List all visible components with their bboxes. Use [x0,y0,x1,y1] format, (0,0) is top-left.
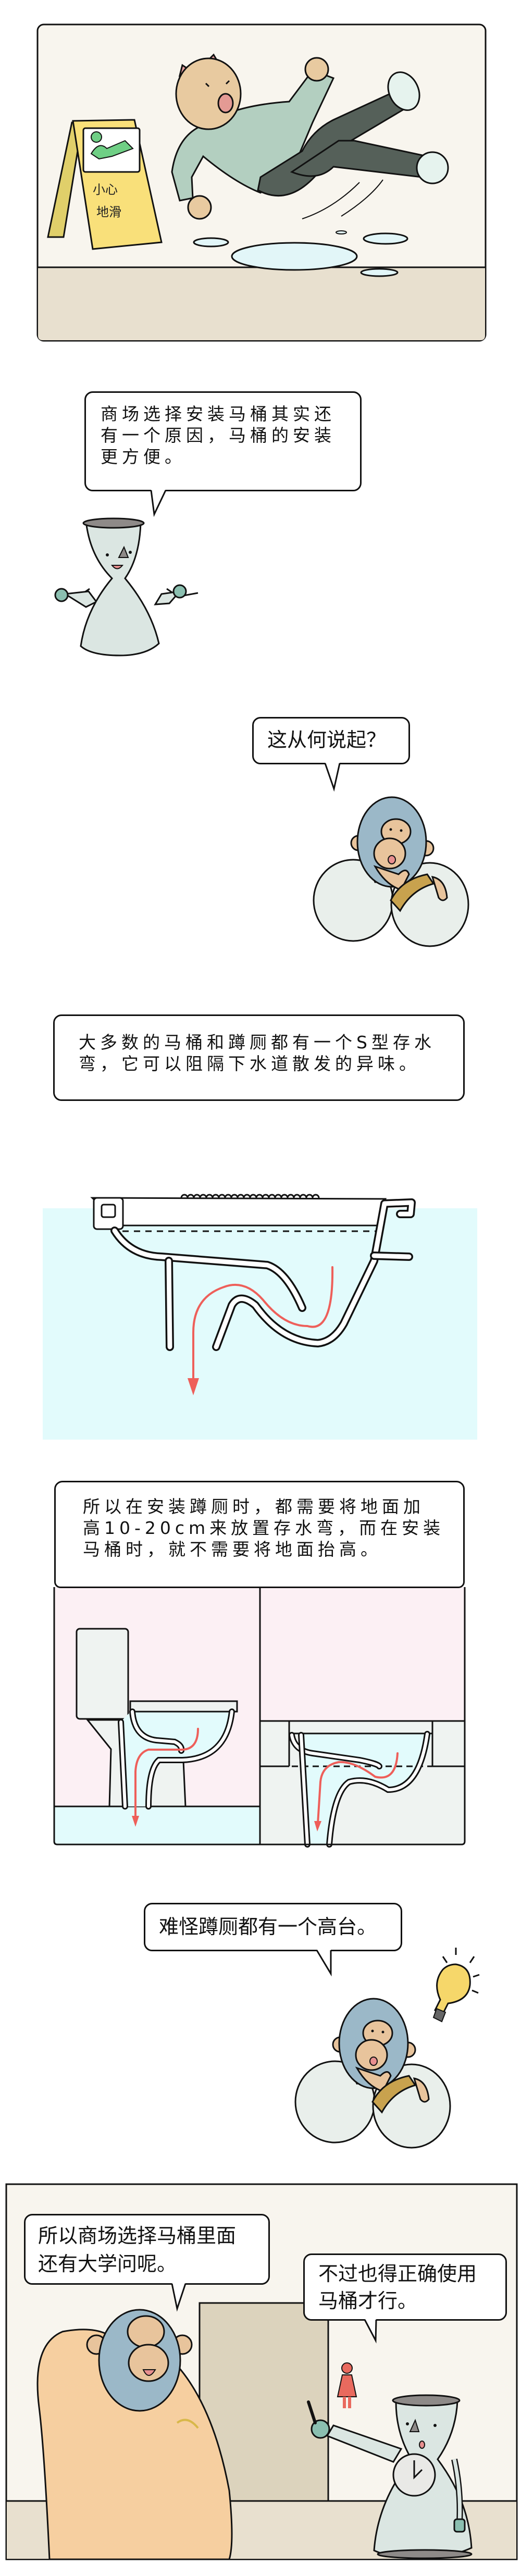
monkey-character-thinking [313,796,469,947]
western-toilet [76,1628,238,1827]
bubble-text-line: 有一个原因，马桶的安装 [101,425,336,445]
wet-floor-sign: 小心 地滑 [47,119,163,250]
bubble-text-line: 马桶时，就不需要将地面抬高。 [83,1539,382,1559]
bubble-text-line: 难怪蹲厕都有一个高台。 [159,1915,377,1938]
falling-cat [171,53,449,220]
monkey-character-idea [294,1998,451,2149]
bubble-text-line: 更方便。 [101,447,186,467]
bubble-text-line: 高10-20cm来放置存水弯，而在安装 [83,1518,445,1538]
squat-toilet [260,1720,465,1848]
light-bulb-icon [432,1948,480,2023]
robot-character-pointing [307,2394,473,2559]
speech-bubble-monkey-realization: 难怪蹲厕都有一个高台。 [144,1903,402,1951]
speech-bubble-robot-advice: 不过也得正确使用 马桶才行。 [303,2253,507,2321]
bubble-text-line: 商场选择安装马桶其实还 [101,404,336,424]
panel-restroom-scene [5,2183,518,2560]
bubble-text-line: 大多数的马桶和蹲厕都有一个S型存水 [79,1032,436,1052]
bubble-text-line: 所以在安装蹲厕时，都需要将地面加 [83,1496,425,1517]
robot-character-shrugging [54,517,199,657]
caption-box-floor-height: 所以在安装蹲厕时，都需要将地面加 高10-20cm来放置存水弯，而在安装 马桶时… [54,1481,465,1588]
womens-restroom-sign-icon [337,2362,357,2408]
bubble-text-line: 弯，它可以阻隔下水道散发的异味。 [79,1054,420,1074]
speech-bubble-robot-intro: 商场选择安装马桶其实还 有一个原因，马桶的安装 更方便。 [84,391,362,491]
speech-bubble-monkey-conclusion: 所以商场选择马桶里面 还有大学问呢。 [24,2214,270,2285]
s-trap-diagram [43,1194,477,1440]
monkey-character-scratching-head [36,2309,233,2560]
water-puddles [193,230,408,277]
sign-text-line1: 小心 [93,182,118,197]
bubble-text-line: 还有大学问呢。 [38,2252,177,2275]
bubble-text-line: 所以商场选择马桶里面 [38,2224,237,2247]
bubble-text-line: 马桶才行。 [318,2289,418,2312]
bubble-text-line: 这从何说起？ [267,728,387,751]
sign-text-line2: 地滑 [96,205,121,219]
bubble-text-line: 不过也得正确使用 [318,2262,477,2285]
toilet-comparison-panels [53,1587,466,1848]
speech-bubble-monkey-question: 这从何说起？ [252,717,410,764]
panel-slip-scene: 小心 地滑 [36,23,487,342]
caption-box-s-trap: 大多数的马桶和蹲厕都有一个S型存水 弯，它可以阻隔下水道散发的异味。 [53,1014,465,1101]
